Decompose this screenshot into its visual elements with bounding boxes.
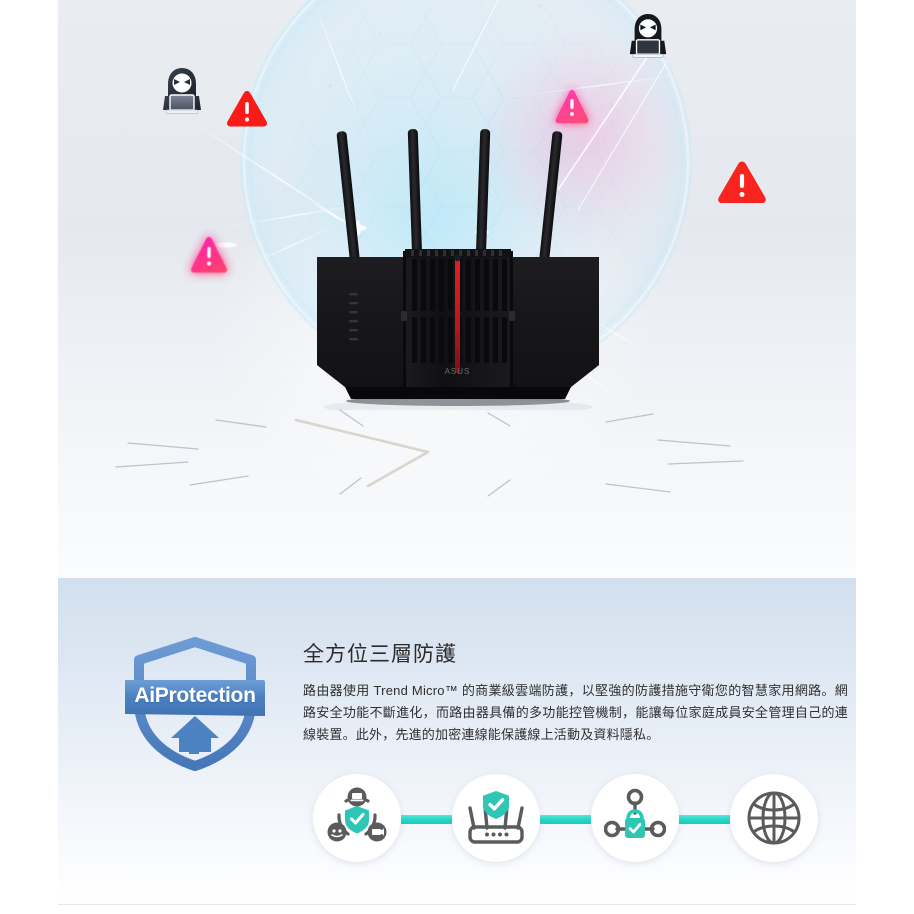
protection-copy: 全方位三層防護 路由器使用 Trend Micro™ 的商業級雲端防護，以堅強的…: [303, 638, 848, 746]
router-shield-icon: [452, 774, 540, 862]
flow-connector-1: [401, 815, 452, 824]
page-title: 全方位三層防護: [303, 643, 457, 666]
router-brand-label: ASUS: [445, 367, 471, 376]
hacker-icon-top-right: [626, 12, 670, 65]
protection-description: 路由器使用 Trend Micro™ 的商業級雲端防護，以堅強的防護措施守衛您的…: [303, 683, 848, 742]
pink-glow-top: [488, 30, 678, 240]
asus-router-product-image: ASUS: [313, 125, 603, 415]
warning-triangle-pink-top: [543, 82, 601, 141]
hero-banner: ASUS: [58, 0, 856, 578]
warning-triangle-pink-left: [178, 228, 240, 291]
floor-decoration-lines: [115, 409, 744, 497]
hacker-icon-left: [159, 66, 205, 121]
flow-connector-3: [679, 815, 730, 824]
secure-connection-lock-icon: [591, 774, 679, 862]
aiprotection-section: AiProtection 全方位三層防護 路由器使用 Trend Micro™ …: [58, 578, 856, 903]
warning-triangle-red-right: [717, 160, 767, 210]
content-column: ASUS: [58, 0, 856, 905]
warning-triangle-red-left: [226, 90, 268, 133]
flow-connector-2: [540, 815, 591, 824]
globe-icon: [730, 774, 818, 862]
protection-flow: [313, 770, 818, 870]
aiprotection-shield-icon: AiProtection: [115, 628, 275, 778]
devices-shield-icon: [313, 774, 401, 862]
